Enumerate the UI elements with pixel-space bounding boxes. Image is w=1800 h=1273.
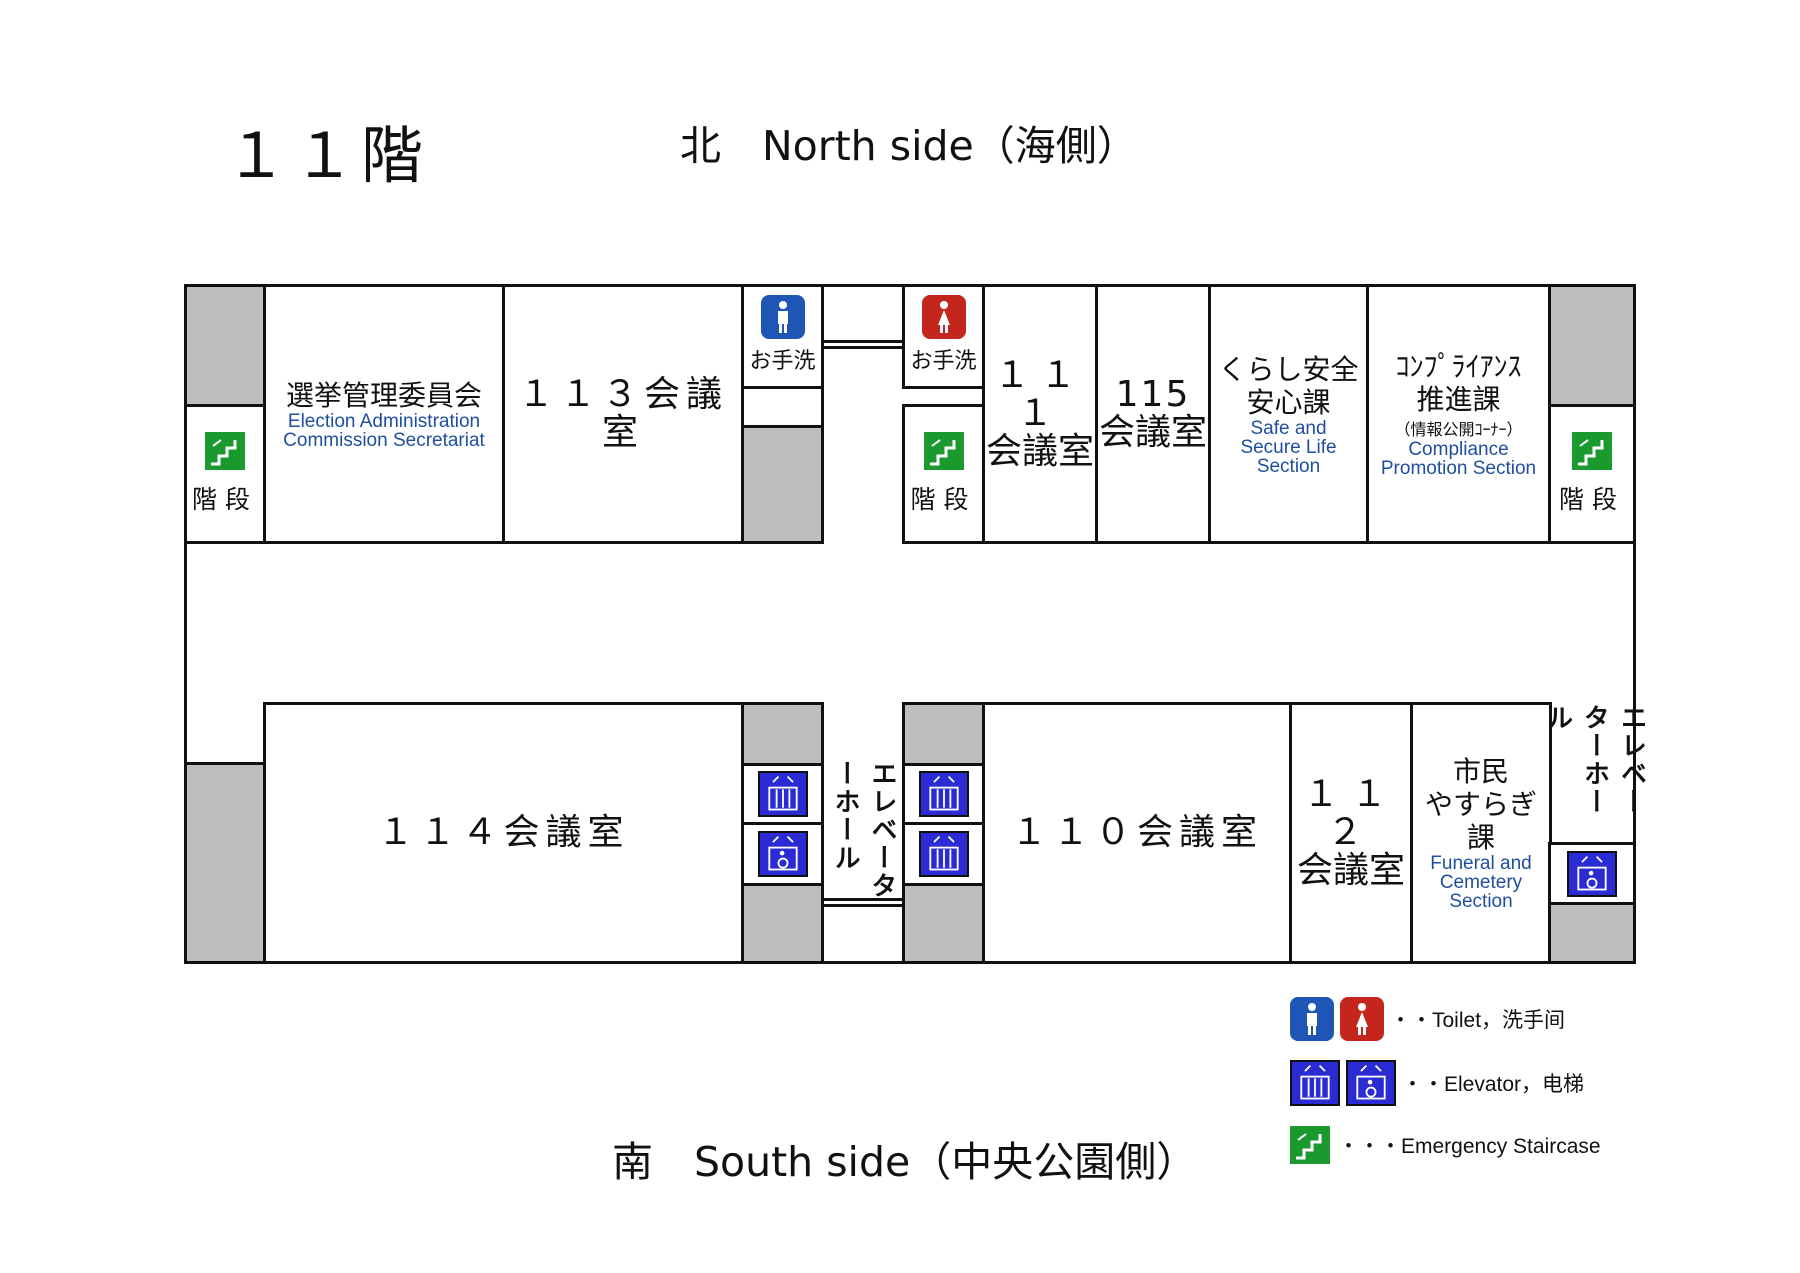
elevator-hall-label: エレベーターホール <box>1542 704 1647 816</box>
legend-stairs-text: ・・・Emergency Staircase <box>1338 1135 1601 1158</box>
shaft-sw-core-top <box>741 702 824 766</box>
stairs-icon <box>205 432 245 470</box>
legend-toilet: ・・Toilet，洗手间 <box>1290 995 1630 1043</box>
corridor-south-connector-bottom <box>824 904 904 907</box>
room-111-label: 会議室 <box>985 431 1094 472</box>
stairs-icon <box>1572 432 1612 470</box>
shaft-sw <box>184 762 266 964</box>
accessible-elevator-icon <box>1567 850 1617 897</box>
shaft-se <box>1548 902 1636 964</box>
room-compliance[interactable]: ｺﾝﾌﾟﾗｲｱﾝｽ 推進課 （情報公開ｺｰﾅｰ） Compliance Prom… <box>1366 284 1551 544</box>
toilet-men-passage <box>741 386 824 428</box>
legend-elevator: ・・Elevator，电梯 <box>1290 1059 1630 1107</box>
elevator-hall-label: エレベーターホール <box>830 760 897 900</box>
stairs-label: 階段 <box>191 485 258 514</box>
shaft-ne <box>1548 284 1636 407</box>
corridor-north-connector-top <box>824 340 904 343</box>
south-side-label: 南 South side（中央公園側） <box>612 1138 1198 1186</box>
room-funeral-jp1: 市民 <box>1452 755 1509 788</box>
accessible-elevator-icon <box>757 831 808 877</box>
room-111[interactable]: １１１ 会議室 <box>982 284 1098 544</box>
room-110[interactable]: １１０会議室 <box>982 702 1292 964</box>
legend: ・・Toilet，洗手间 ・・Elevator，电梯 ・・・Emergency … <box>1290 995 1630 1175</box>
elevator-hall-center: エレベーターホール <box>826 760 902 900</box>
men-toilet-icon <box>760 295 805 339</box>
accessible-elevator-icon <box>1346 1060 1396 1106</box>
room-111-number: １１１ <box>993 355 1086 434</box>
room-election[interactable]: 選挙管理委員会 Election Administration Commissi… <box>263 284 505 544</box>
toilet-men-label: お手洗 <box>749 349 816 374</box>
room-114-label: １１４会議室 <box>377 812 630 853</box>
room-safe-en2: Secure Life <box>1240 436 1337 458</box>
staircase-center[interactable]: 階段 <box>902 404 985 544</box>
corridor-south-connector-top <box>824 898 904 901</box>
room-election-en2: Commission Secretariat <box>283 429 485 451</box>
room-113[interactable]: １１３会議室 <box>502 284 744 544</box>
room-110-label: １１０会議室 <box>1010 812 1263 853</box>
stairs-label: 階段 <box>910 485 977 514</box>
room-safe-jp1: くらし安全 <box>1218 352 1359 386</box>
room-election-en1: Election Administration <box>287 410 481 432</box>
corridor-north-connector-bottom <box>824 346 904 349</box>
elevator-icon <box>757 771 808 817</box>
staircase-east[interactable]: 階段 <box>1548 404 1636 544</box>
room-compliance-jp1: ｺﾝﾌﾟﾗｲｱﾝｽ <box>1395 350 1522 383</box>
shaft-nw-core <box>741 425 824 544</box>
room-funeral[interactable]: 市民 やすらぎ課 Funeral and Cemetery Section <box>1410 702 1552 964</box>
elevator-e2[interactable] <box>902 822 985 886</box>
room-election-jp: 選挙管理委員会 <box>285 378 482 412</box>
elevator-hall-east: エレベーターホール <box>1543 704 1647 839</box>
stairs-icon <box>1290 1126 1330 1164</box>
shaft-sw-core-bottom <box>741 883 824 964</box>
stairs-label: 階段 <box>1558 485 1625 514</box>
women-toilet-icon <box>1340 997 1384 1041</box>
toilet-men[interactable]: お手洗 <box>741 284 824 389</box>
room-compliance-jp3: （情報公開ｺｰﾅｰ） <box>1394 420 1523 439</box>
shaft-nw <box>184 284 266 407</box>
room-115-label: 会議室 <box>1098 412 1207 453</box>
room-112[interactable]: １１２ 会議室 <box>1289 702 1413 964</box>
room-safe-en3: Section <box>1256 455 1321 477</box>
elevator-w2[interactable] <box>741 822 824 886</box>
room-compliance-en2: Promotion Section <box>1380 458 1537 479</box>
elevator-e1[interactable] <box>902 763 985 825</box>
staircase-west[interactable]: 階段 <box>184 404 266 544</box>
legend-toilet-text: ・・Toilet，洗手间 <box>1390 1009 1566 1032</box>
room-112-number: １１２ <box>1302 774 1399 853</box>
toilet-women[interactable]: お手洗 <box>902 284 985 389</box>
room-113-label: １１３会議室 <box>517 374 728 453</box>
room-compliance-en1: Compliance <box>1408 439 1509 460</box>
room-funeral-jp2: やすらぎ課 <box>1424 788 1537 854</box>
room-funeral-en3: Section <box>1449 891 1513 912</box>
elevator-w1[interactable] <box>741 763 824 825</box>
elevator-e3[interactable] <box>1548 842 1636 905</box>
north-side-label: 北 North side（海側） <box>680 122 1138 170</box>
room-compliance-jp2: 推進課 <box>1416 383 1501 416</box>
legend-stairs: ・・・Emergency Staircase <box>1290 1121 1630 1169</box>
stairs-icon <box>923 432 964 470</box>
elevator-icon <box>918 831 969 877</box>
legend-elevator-text: ・・Elevator，电梯 <box>1402 1073 1585 1096</box>
room-115-number: 115 <box>1115 374 1191 415</box>
room-safe-en1: Safe and <box>1250 417 1327 439</box>
men-toilet-icon <box>1290 997 1334 1041</box>
room-114[interactable]: １１４会議室 <box>263 702 744 964</box>
women-toilet-icon <box>921 295 966 339</box>
room-112-label: 会議室 <box>1296 850 1405 891</box>
room-115[interactable]: 115 会議室 <box>1095 284 1211 544</box>
elevator-icon <box>918 771 969 817</box>
elevator-icon <box>1290 1060 1340 1106</box>
floor-title: １１階 <box>225 119 430 192</box>
room-funeral-en1: Funeral and <box>1430 853 1532 874</box>
room-funeral-en2: Cemetery <box>1439 872 1523 893</box>
shaft-se-core-top <box>902 702 985 766</box>
room-safe-secure-life[interactable]: くらし安全 安心課 Safe and Secure Life Section <box>1208 284 1369 544</box>
shaft-se-core-bottom <box>902 883 985 964</box>
toilet-women-label: お手洗 <box>910 349 977 374</box>
room-safe-jp2: 安心課 <box>1246 385 1331 419</box>
